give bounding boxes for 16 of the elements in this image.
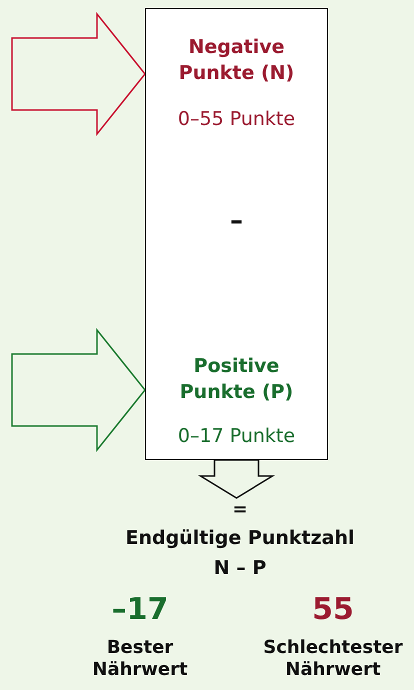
box-heading: Negative Punkte (N) xyxy=(178,36,294,84)
equals-sign: = xyxy=(232,499,248,520)
caption-text: Schlechtester Nährwert xyxy=(262,637,404,680)
block-arrow xyxy=(198,459,276,499)
box-heading: Positive Punkte (P) xyxy=(180,355,294,403)
score-value: 55 xyxy=(311,592,355,628)
block-arrow xyxy=(11,328,146,452)
range-text: 0–55 Punkte xyxy=(178,108,296,130)
score-value: –17 xyxy=(110,592,170,628)
block-arrow xyxy=(11,12,146,136)
caption-text: Bester Nährwert xyxy=(91,637,189,680)
formula-text: N – P xyxy=(214,557,266,579)
minus-sign: – xyxy=(230,206,243,236)
range-text: 0–17 Punkte xyxy=(178,425,296,447)
score-box xyxy=(145,8,328,460)
result-heading: Endgültige Punktzahl xyxy=(125,527,355,549)
